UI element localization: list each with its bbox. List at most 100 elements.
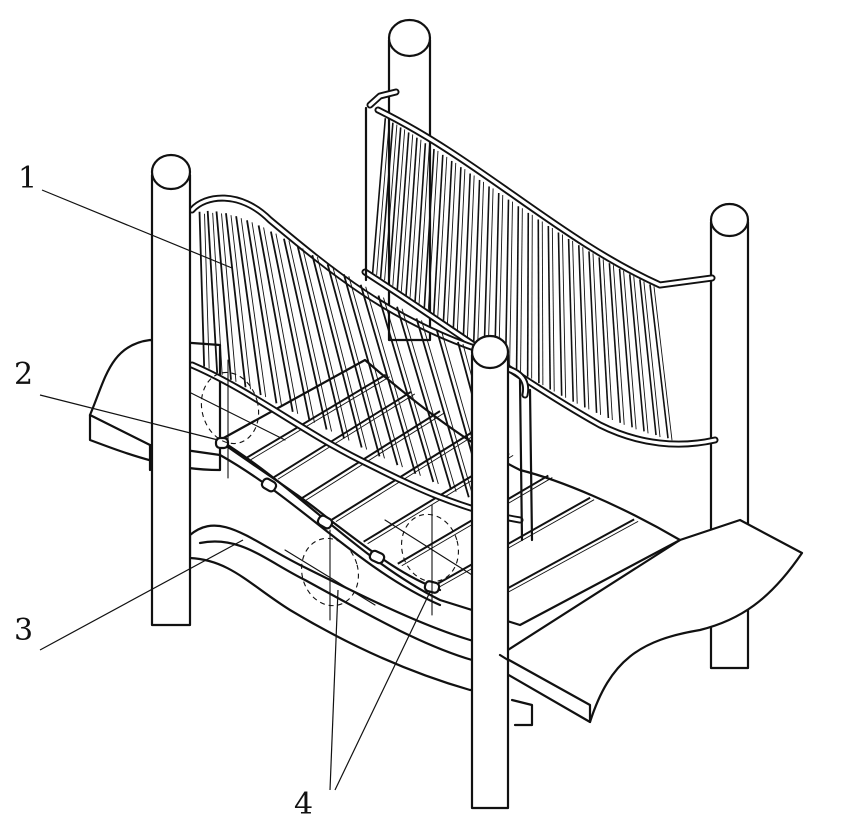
baluster: [633, 276, 649, 434]
baluster: [405, 137, 418, 296]
baluster: [557, 232, 563, 396]
baluster: [396, 132, 410, 290]
baluster: [618, 268, 633, 428]
baluster: [392, 129, 406, 286]
baluster: [415, 318, 470, 498]
baluster: [531, 214, 533, 379]
baluster: [384, 124, 398, 281]
front-guardrail: [188, 194, 534, 542]
baluster: [414, 143, 427, 303]
baluster: [230, 215, 251, 390]
deck-plank-seam: [434, 496, 591, 587]
baluster: [212, 212, 223, 375]
baluster: [198, 211, 206, 367]
baluster: [628, 274, 645, 432]
baluster: [612, 265, 625, 425]
baluster: [608, 263, 622, 423]
baluster: [446, 162, 457, 324]
baluster: [377, 295, 435, 483]
baluster: [541, 221, 544, 386]
baluster: [311, 254, 363, 448]
post-front-left: [150, 153, 192, 627]
baluster: [442, 160, 453, 322]
baluster: [639, 279, 657, 436]
baluster: [649, 284, 669, 439]
baluster: [515, 206, 520, 370]
baluster: [494, 192, 500, 357]
deck-plank-seam: [246, 373, 387, 459]
baluster: [379, 122, 394, 279]
baluster: [396, 306, 452, 491]
deck-plank-seam: [335, 433, 478, 522]
label-2: 2: [14, 357, 33, 392]
baluster: [487, 188, 494, 352]
deck-plank-seam: [277, 393, 416, 480]
baluster: [235, 216, 262, 396]
deck-plank-seam: [331, 430, 474, 521]
baluster: [592, 253, 602, 415]
baluster: [577, 245, 586, 408]
front-guardrail-balusters: [198, 210, 509, 513]
baluster: [537, 219, 540, 384]
baluster: [288, 240, 333, 432]
baluster: [316, 257, 368, 450]
baluster: [643, 281, 661, 438]
baluster: [466, 175, 475, 338]
label-1: 1: [18, 161, 37, 196]
baluster: [388, 127, 402, 284]
baluster: [520, 208, 523, 372]
baluster: [547, 226, 552, 390]
baluster: [437, 156, 448, 318]
deck-plank-seam: [305, 412, 445, 501]
baluster: [432, 154, 444, 316]
connection-detail-markers: [174, 359, 481, 621]
baluster: [270, 231, 311, 421]
baluster: [326, 264, 381, 457]
baluster: [561, 234, 567, 398]
back-guardrail: [361, 88, 719, 448]
baluster: [400, 134, 414, 292]
baluster: [383, 297, 439, 485]
baluster: [246, 220, 278, 404]
baluster: [582, 247, 590, 410]
baluster: [452, 167, 462, 329]
baluster: [653, 286, 673, 441]
baluster: [240, 218, 267, 398]
baluster: [263, 227, 299, 414]
baluster: [423, 148, 435, 309]
baluster: [462, 173, 471, 336]
baluster: [588, 251, 598, 413]
baluster: [504, 199, 510, 364]
baluster: [409, 139, 422, 298]
baluster: [427, 150, 439, 311]
baluster: [602, 259, 613, 421]
baluster: [225, 213, 247, 388]
baluster: [418, 145, 430, 305]
baluster: [365, 286, 421, 476]
baluster: [456, 169, 466, 331]
baluster: [251, 222, 282, 406]
baluster: [498, 195, 504, 359]
baluster: [572, 240, 578, 404]
baluster: [206, 210, 219, 373]
right-platform: [498, 518, 804, 724]
back-guardrail-balusters: [371, 118, 673, 441]
baluster: [296, 246, 345, 439]
baluster: [348, 276, 403, 468]
baluster: [371, 118, 387, 274]
leader-lines: [39, 189, 431, 791]
baluster: [342, 274, 399, 466]
baluster: [283, 238, 328, 430]
baluster: [483, 186, 490, 350]
baluster: [598, 257, 610, 419]
baluster: [359, 284, 417, 474]
baluster: [477, 181, 485, 345]
baluster: [472, 179, 481, 343]
baluster: [204, 213, 210, 369]
deck-plank-seam: [438, 499, 595, 588]
label-4: 4: [294, 787, 313, 822]
baluster: [421, 320, 475, 500]
baluster: [302, 248, 350, 441]
baluster: [376, 120, 390, 276]
